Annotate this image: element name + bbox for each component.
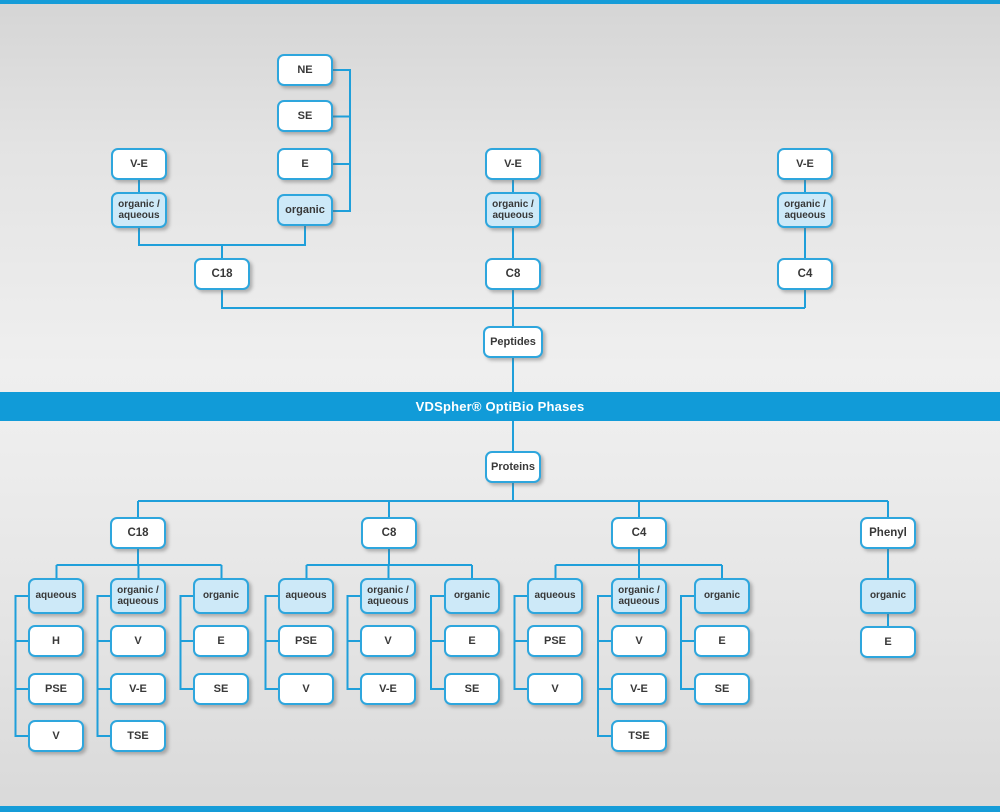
node-proteins-c18-aqueous-h: H bbox=[28, 625, 84, 657]
banner: VDSpher® OptiBio Phases bbox=[0, 392, 1000, 421]
node-proteins-c8-aqueous-pse: PSE bbox=[278, 625, 334, 657]
node-proteins-c8-aqueous: aqueous bbox=[278, 578, 334, 614]
node-proteins-c8-organic: organic bbox=[444, 578, 500, 614]
node-proteins-root: Proteins bbox=[485, 451, 541, 483]
node-proteins-phenyl-organic: organic bbox=[860, 578, 916, 614]
node-proteins-c4-aqueous: aqueous bbox=[527, 578, 583, 614]
node-proteins-c4-organic-e: E bbox=[694, 625, 750, 657]
node-proteins-c18-organic-aqueous: organic / aqueous bbox=[110, 578, 166, 614]
node-proteins-c8-organic-e: E bbox=[444, 625, 500, 657]
node-peptides-c4: C4 bbox=[777, 258, 833, 290]
node-peptides-c18-ve: V-E bbox=[111, 148, 167, 180]
node-proteins-c8: C8 bbox=[361, 517, 417, 549]
node-peptides-c4-ve: V-E bbox=[777, 148, 833, 180]
node-proteins-c18: C18 bbox=[110, 517, 166, 549]
node-proteins-c18-organic-se: SE bbox=[193, 673, 249, 705]
node-proteins-c4-organic-aqueous: organic / aqueous bbox=[611, 578, 667, 614]
node-proteins-c4-aqueous-pse: PSE bbox=[527, 625, 583, 657]
node-proteins-c8-aqueous-v: V bbox=[278, 673, 334, 705]
node-proteins-c18-organic: organic bbox=[193, 578, 249, 614]
node-proteins-c18-aqueous: aqueous bbox=[28, 578, 84, 614]
top-accent-bar bbox=[0, 0, 1000, 4]
node-proteins-c8-orgaq-ve: V-E bbox=[360, 673, 416, 705]
node-proteins-c18-aqueous-pse: PSE bbox=[28, 673, 84, 705]
banner-title: VDSpher® OptiBio Phases bbox=[415, 399, 585, 414]
node-peptides-c18-se: SE bbox=[277, 100, 333, 132]
node-peptides-c8: C8 bbox=[485, 258, 541, 290]
node-proteins-c8-organic-se: SE bbox=[444, 673, 500, 705]
node-proteins-c4-orgaq-tse: TSE bbox=[611, 720, 667, 752]
node-proteins-c4-orgaq-ve: V-E bbox=[611, 673, 667, 705]
node-proteins-c8-orgaq-v: V bbox=[360, 625, 416, 657]
node-peptides-c18: C18 bbox=[194, 258, 250, 290]
node-peptides-c18-organic-aqueous: organic / aqueous bbox=[111, 192, 167, 228]
bottom-accent-bar bbox=[0, 806, 1000, 812]
node-proteins-phenyl-organic-e: E bbox=[860, 626, 916, 658]
node-proteins-c18-orgaq-ve: V-E bbox=[110, 673, 166, 705]
node-proteins-c18-organic-e: E bbox=[193, 625, 249, 657]
node-proteins-c8-organic-aqueous: organic / aqueous bbox=[360, 578, 416, 614]
node-proteins-c18-aqueous-v: V bbox=[28, 720, 84, 752]
node-proteins-c4-organic: organic bbox=[694, 578, 750, 614]
node-peptides-c18-e: E bbox=[277, 148, 333, 180]
node-peptides-c4-organic-aqueous: organic / aqueous bbox=[777, 192, 833, 228]
node-proteins-c4: C4 bbox=[611, 517, 667, 549]
node-proteins-c18-orgaq-tse: TSE bbox=[110, 720, 166, 752]
node-peptides-c8-ve: V-E bbox=[485, 148, 541, 180]
node-proteins-phenyl: Phenyl bbox=[860, 517, 916, 549]
node-proteins-c4-orgaq-v: V bbox=[611, 625, 667, 657]
node-proteins-c18-orgaq-v: V bbox=[110, 625, 166, 657]
node-peptides-root: Peptides bbox=[483, 326, 543, 358]
node-peptides-c8-organic-aqueous: organic / aqueous bbox=[485, 192, 541, 228]
node-proteins-c4-aqueous-v: V bbox=[527, 673, 583, 705]
node-peptides-c18-ne: NE bbox=[277, 54, 333, 86]
node-proteins-c4-organic-se: SE bbox=[694, 673, 750, 705]
node-peptides-c18-organic: organic bbox=[277, 194, 333, 226]
